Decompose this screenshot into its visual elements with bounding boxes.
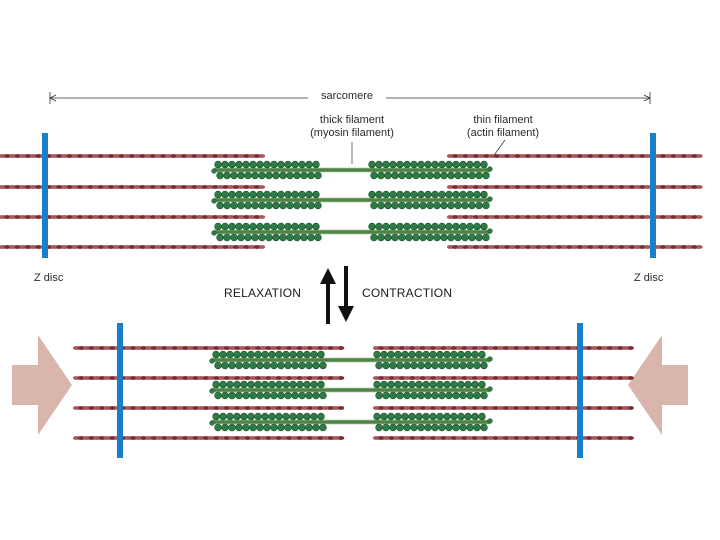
z-disc-right-contracted (577, 323, 583, 458)
sarcomere-label: sarcomere (321, 90, 373, 102)
actin-strand (446, 185, 703, 189)
z-disc-left-contracted (117, 323, 123, 458)
actin-strand (446, 154, 703, 158)
sarcomere-dimension (49, 90, 651, 104)
contraction-label: CONTRACTION (362, 286, 453, 300)
contracted-myosin-filaments (209, 350, 493, 432)
myosin-filament (211, 222, 493, 242)
actin-strand (446, 245, 703, 249)
actin-strand (372, 346, 634, 350)
z-disc-right-relaxed (650, 133, 656, 258)
actin-strand (72, 346, 345, 350)
actin-strand (372, 406, 634, 410)
thick-filament-label: thick filament (myosin filament) (286, 114, 418, 140)
actin-strand (72, 436, 345, 440)
actin-strand (0, 245, 266, 249)
relaxation-label: RELAXATION (224, 286, 302, 300)
z-disc-left-relaxed (42, 133, 48, 258)
relaxation-arrow (320, 268, 336, 324)
actin-strand (372, 376, 634, 380)
actin-strand (0, 185, 266, 189)
myosin-filament (209, 412, 493, 432)
myosin-filament (209, 350, 493, 370)
relaxed-myosin-filaments (211, 160, 493, 242)
contraction-arrow (338, 266, 354, 322)
actin-strand (0, 154, 266, 158)
actin-strand (0, 215, 266, 219)
myosin-filament (209, 380, 493, 400)
z-disc-right-label: Z disc (634, 272, 664, 284)
thin-filament-alias: (actin filament) (466, 127, 540, 139)
actin-strand (72, 406, 345, 410)
actin-strand (446, 215, 703, 219)
thin-filament-label: thin filament (actin filament) (442, 114, 564, 140)
thin-filament-name: thin filament (473, 114, 533, 126)
force-arrow-right (628, 335, 688, 435)
thick-filament-alias: (myosin filament) (310, 127, 394, 139)
actin-strand (72, 376, 345, 380)
thick-filament-name: thick filament (319, 114, 385, 126)
myosin-filament (211, 190, 493, 210)
myosin-filament (211, 160, 493, 180)
force-arrow-left (12, 335, 72, 435)
z-disc-left-label: Z disc (34, 272, 64, 284)
actin-strand (372, 436, 634, 440)
